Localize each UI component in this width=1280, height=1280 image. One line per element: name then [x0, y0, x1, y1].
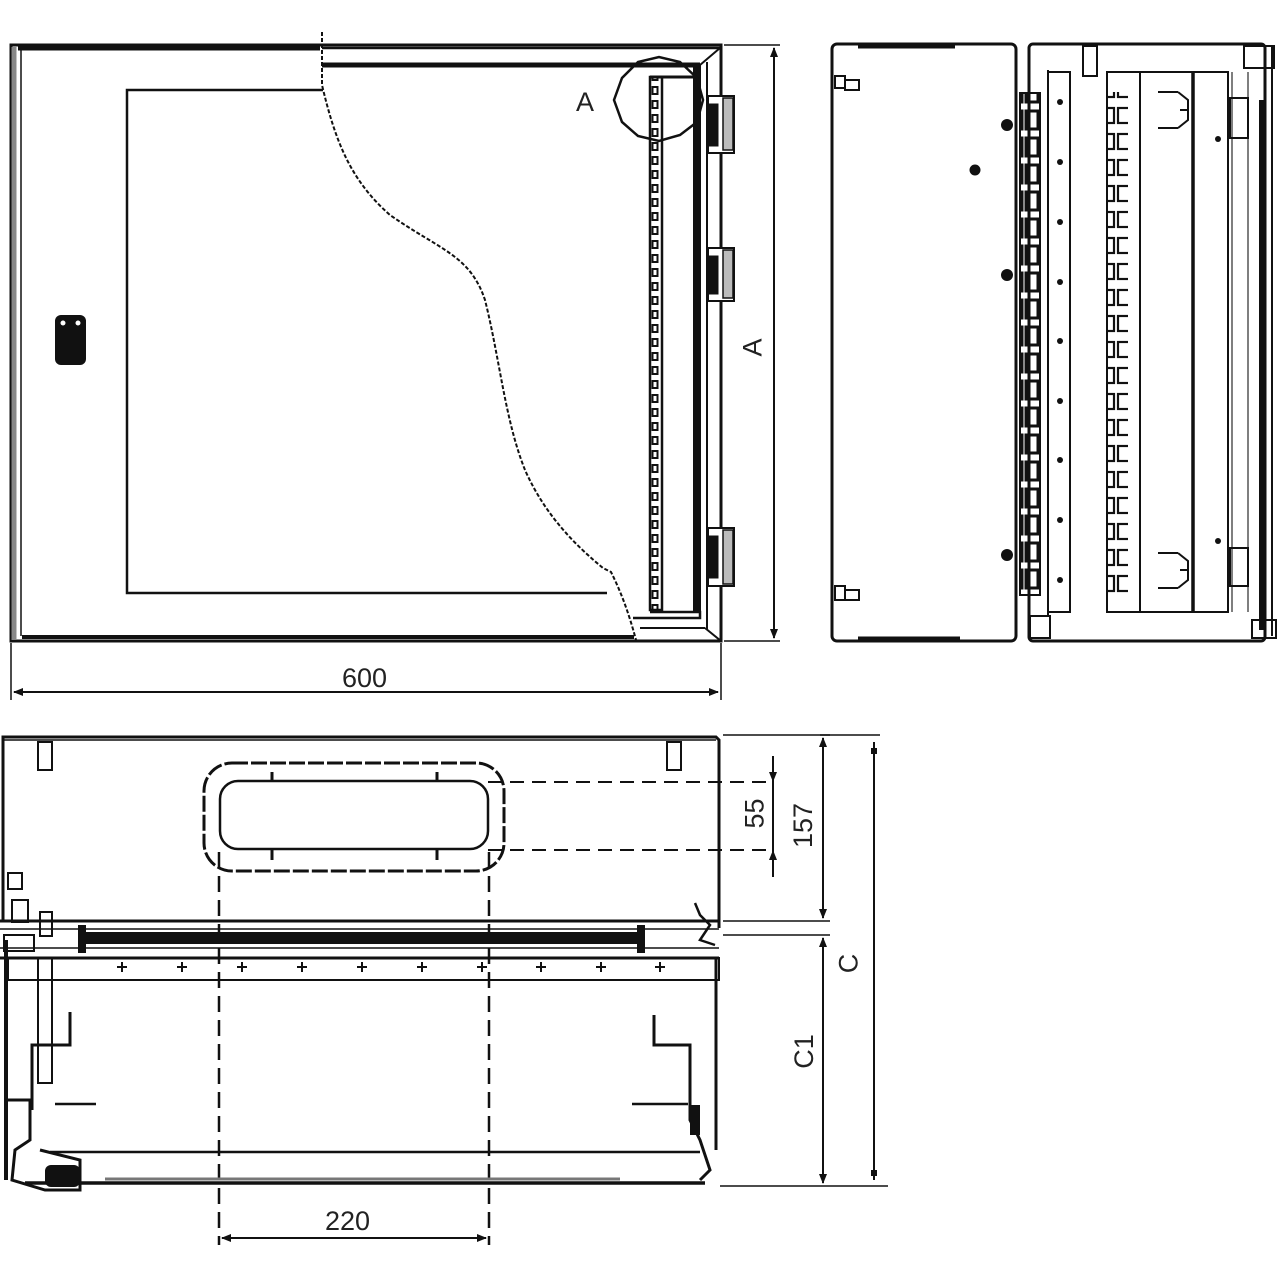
gland-plate-opening [218, 779, 490, 851]
gland-width-dimension-label: 220 [325, 1206, 371, 1236]
gland-plate-outer [202, 761, 506, 873]
gland-height-dimension-label: 55 [739, 798, 770, 829]
detail-a-callout-circle [612, 55, 705, 143]
earth-symbol-bottom [1158, 552, 1189, 589]
door-lock-icon [55, 315, 86, 365]
height-dimension-label: A [737, 338, 768, 357]
front-view [9, 32, 780, 700]
inner-depth-dimension-label: C1 [788, 1034, 819, 1069]
hinge-top [707, 95, 735, 154]
strip-screws [117, 962, 665, 972]
hinge-middle [707, 247, 735, 302]
door-lock-point-icon [969, 164, 981, 176]
mounting-plate [1106, 71, 1229, 613]
din-rail-perforated [648, 75, 664, 612]
cutaway-break-line [321, 32, 637, 641]
front-outer-frame [9, 43, 723, 643]
open-door-panel [830, 42, 1018, 643]
side-view [830, 42, 1277, 643]
detail-a-label: A [576, 87, 595, 117]
earth-symbol-top [1158, 91, 1189, 129]
mounting-strip [7, 957, 720, 981]
door-window [125, 88, 607, 595]
width-dimension-label: 600 [342, 663, 388, 693]
top-view [0, 734, 888, 1245]
gland-offset-dimension-label: 157 [788, 802, 819, 849]
rail-screws [1057, 99, 1063, 583]
hinge-bottom [707, 527, 735, 587]
depth-dimension-label: C [833, 953, 864, 974]
